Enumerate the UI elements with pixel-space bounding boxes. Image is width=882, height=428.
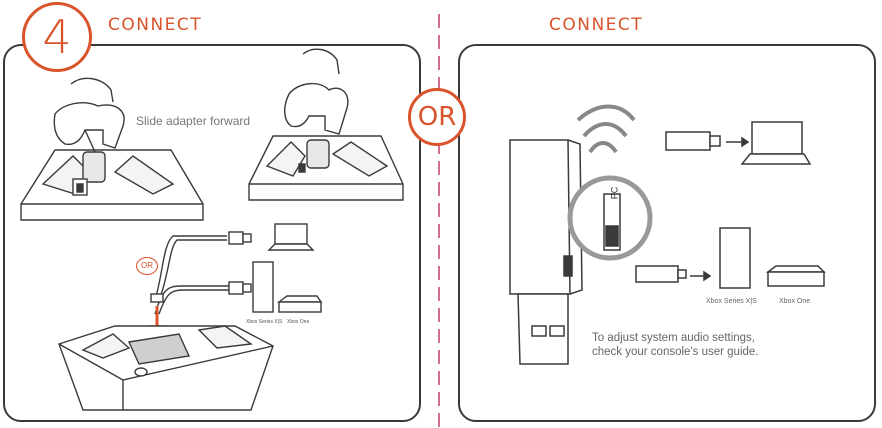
left-illustration [20,48,404,411]
usb-dongle-pc-icon [665,131,721,151]
pc-label: PC [609,186,620,200]
hand-2-icon [284,48,349,135]
small-or-badge: OR [136,257,158,275]
left-label-one: Xbox One [287,319,310,325]
laptop-small-icon [267,223,315,251]
hand-1-icon [53,77,125,153]
right-illustration [509,104,826,365]
slide-caption: Slide adapter forward [136,114,251,128]
xbox-series-icon [719,227,751,289]
usb-dongle-console-icon [635,265,687,283]
charging-stand-2-icon [248,135,404,201]
wireless-adapter-icon [509,139,583,365]
xbox-one-icon [765,265,826,287]
divider [438,14,440,428]
step-number-badge: 4 [22,2,92,72]
note-line-1: To adjust system audio settings, [592,332,755,344]
step-title: CONNECT [108,15,203,35]
note-line-2: check your console's user guide. [592,346,759,358]
xbox-one-small-icon [276,295,323,313]
right-label-one: Xbox One [779,298,811,305]
charging-stand-base-icon [58,325,274,411]
xbox-series-small-icon [252,261,274,313]
wireless-signal-icon [576,104,636,154]
magnifier-icon [567,175,653,261]
or-badge: OR [408,88,466,146]
charging-stand-1-icon [20,149,204,221]
laptop-icon [740,121,812,165]
right-label-series: Xbox Series X|S [706,298,757,305]
right-title: CONNECT [549,15,644,35]
left-label-series: Xbox Series X|S [246,319,283,325]
